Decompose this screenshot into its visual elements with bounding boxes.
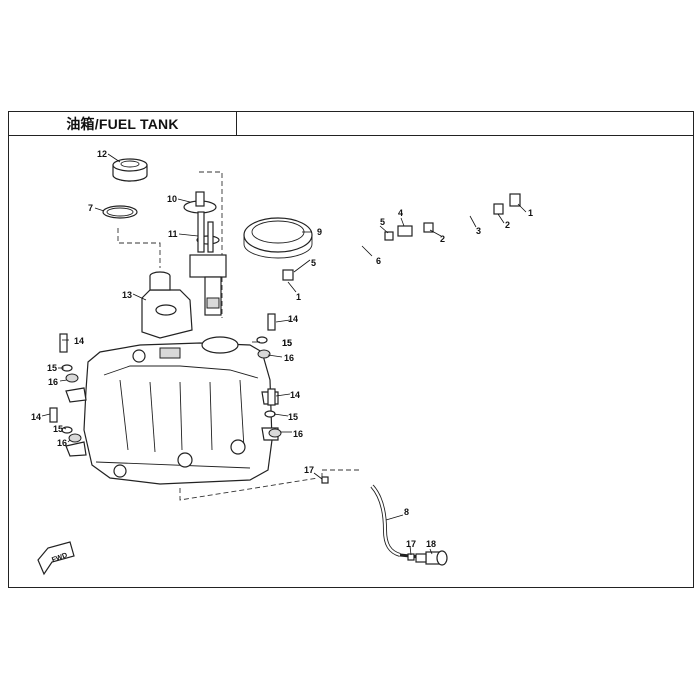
callout-1-lower: 1 [296, 292, 301, 302]
fuel-line-upper [282, 193, 521, 281]
fuel-cap [112, 158, 148, 182]
callout-13: 13 [122, 290, 132, 300]
callout-5-upper: 5 [380, 217, 385, 227]
callout-3: 3 [476, 226, 481, 236]
callout-14-b: 14 [288, 314, 298, 324]
callout-2-left: 2 [440, 234, 445, 244]
callout-10: 10 [167, 194, 177, 204]
callout-4: 4 [398, 208, 403, 218]
callout-8: 8 [404, 507, 409, 517]
callout-17-upper: 17 [304, 465, 314, 475]
callout-16-c: 16 [57, 438, 67, 448]
diagram-frame [8, 111, 694, 588]
callout-15-d: 15 [53, 424, 63, 434]
callout-11: 11 [168, 229, 178, 239]
callout-5-lower: 5 [311, 258, 316, 268]
callout-12: 12 [97, 149, 107, 159]
fuel-filter [415, 550, 448, 566]
callout-16-a: 16 [48, 377, 58, 387]
fastener-set [49, 313, 282, 443]
callout-6: 6 [376, 256, 381, 266]
leader-lines [41, 153, 527, 556]
callout-15-b: 15 [282, 338, 292, 348]
callout-9: 9 [317, 227, 322, 237]
diagram-title: 油箱/FUEL TANK [66, 115, 179, 132]
fuel-pump-assembly [183, 191, 227, 316]
callout-15-a: 15 [47, 363, 57, 373]
callout-15-e: 15 [282, 338, 292, 348]
fwd-arrow: FWD [37, 541, 75, 576]
callout-18: 18 [426, 539, 436, 549]
callout-15-c: 15 [288, 412, 298, 422]
title-box: 油箱/FUEL TANK [8, 111, 237, 136]
pump-locking-ring [243, 217, 313, 259]
callout-16-b: 16 [284, 353, 294, 363]
callout-1-upper: 1 [528, 208, 533, 218]
title-rule [8, 135, 694, 136]
callout-16-d: 16 [293, 429, 303, 439]
callout-2-right: 2 [505, 220, 510, 230]
callout-14-c: 14 [290, 390, 300, 400]
fuel-tank [65, 271, 279, 485]
callout-14-a: 14 [74, 336, 84, 346]
callout-14-d: 14 [31, 412, 41, 422]
callout-numbers: 1 1 2 2 3 4 5 5 6 7 8 9 10 11 12 13 14 1… [31, 149, 533, 549]
callout-7: 7 [88, 203, 93, 213]
o-ring [102, 205, 138, 219]
callout-17-lower: 17 [406, 539, 416, 549]
hose-clamp-lower [321, 476, 415, 561]
